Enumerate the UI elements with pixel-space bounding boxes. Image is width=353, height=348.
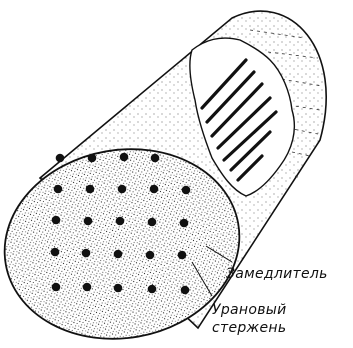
uranium-rod-end: [116, 217, 125, 226]
uranium-rod-end: [118, 185, 127, 194]
uranium-rod-end: [120, 153, 129, 162]
uranium-rod-end: [150, 185, 159, 194]
uranium-rod-end: [180, 219, 189, 228]
uranium-rod-end: [52, 283, 61, 292]
uranium-rod-end: [86, 185, 95, 194]
uranium-rod-end: [84, 217, 93, 226]
moderator-label: Замедлитель: [226, 266, 328, 282]
uranium-rod-end: [178, 251, 187, 260]
uranium-rod-end: [82, 249, 91, 258]
uranium-rod-label-line1: Урановый: [212, 302, 287, 318]
uranium-rod-end: [51, 248, 60, 257]
uranium-rod-end: [83, 283, 92, 292]
uranium-rod-end: [88, 154, 97, 163]
uranium-rod-end: [146, 251, 155, 260]
uranium-rod-label-line2: стержень: [212, 320, 286, 336]
uranium-rod-end: [148, 285, 157, 294]
uranium-rod-end: [114, 250, 123, 259]
uranium-rod-end: [52, 216, 61, 225]
uranium-rod-end: [148, 218, 157, 227]
uranium-rod-end: [114, 284, 123, 293]
uranium-rod-end: [54, 185, 63, 194]
uranium-rod-end: [151, 154, 160, 163]
uranium-rod-end: [182, 186, 191, 195]
uranium-rod-end: [56, 154, 65, 163]
uranium-rod-end: [181, 286, 190, 295]
